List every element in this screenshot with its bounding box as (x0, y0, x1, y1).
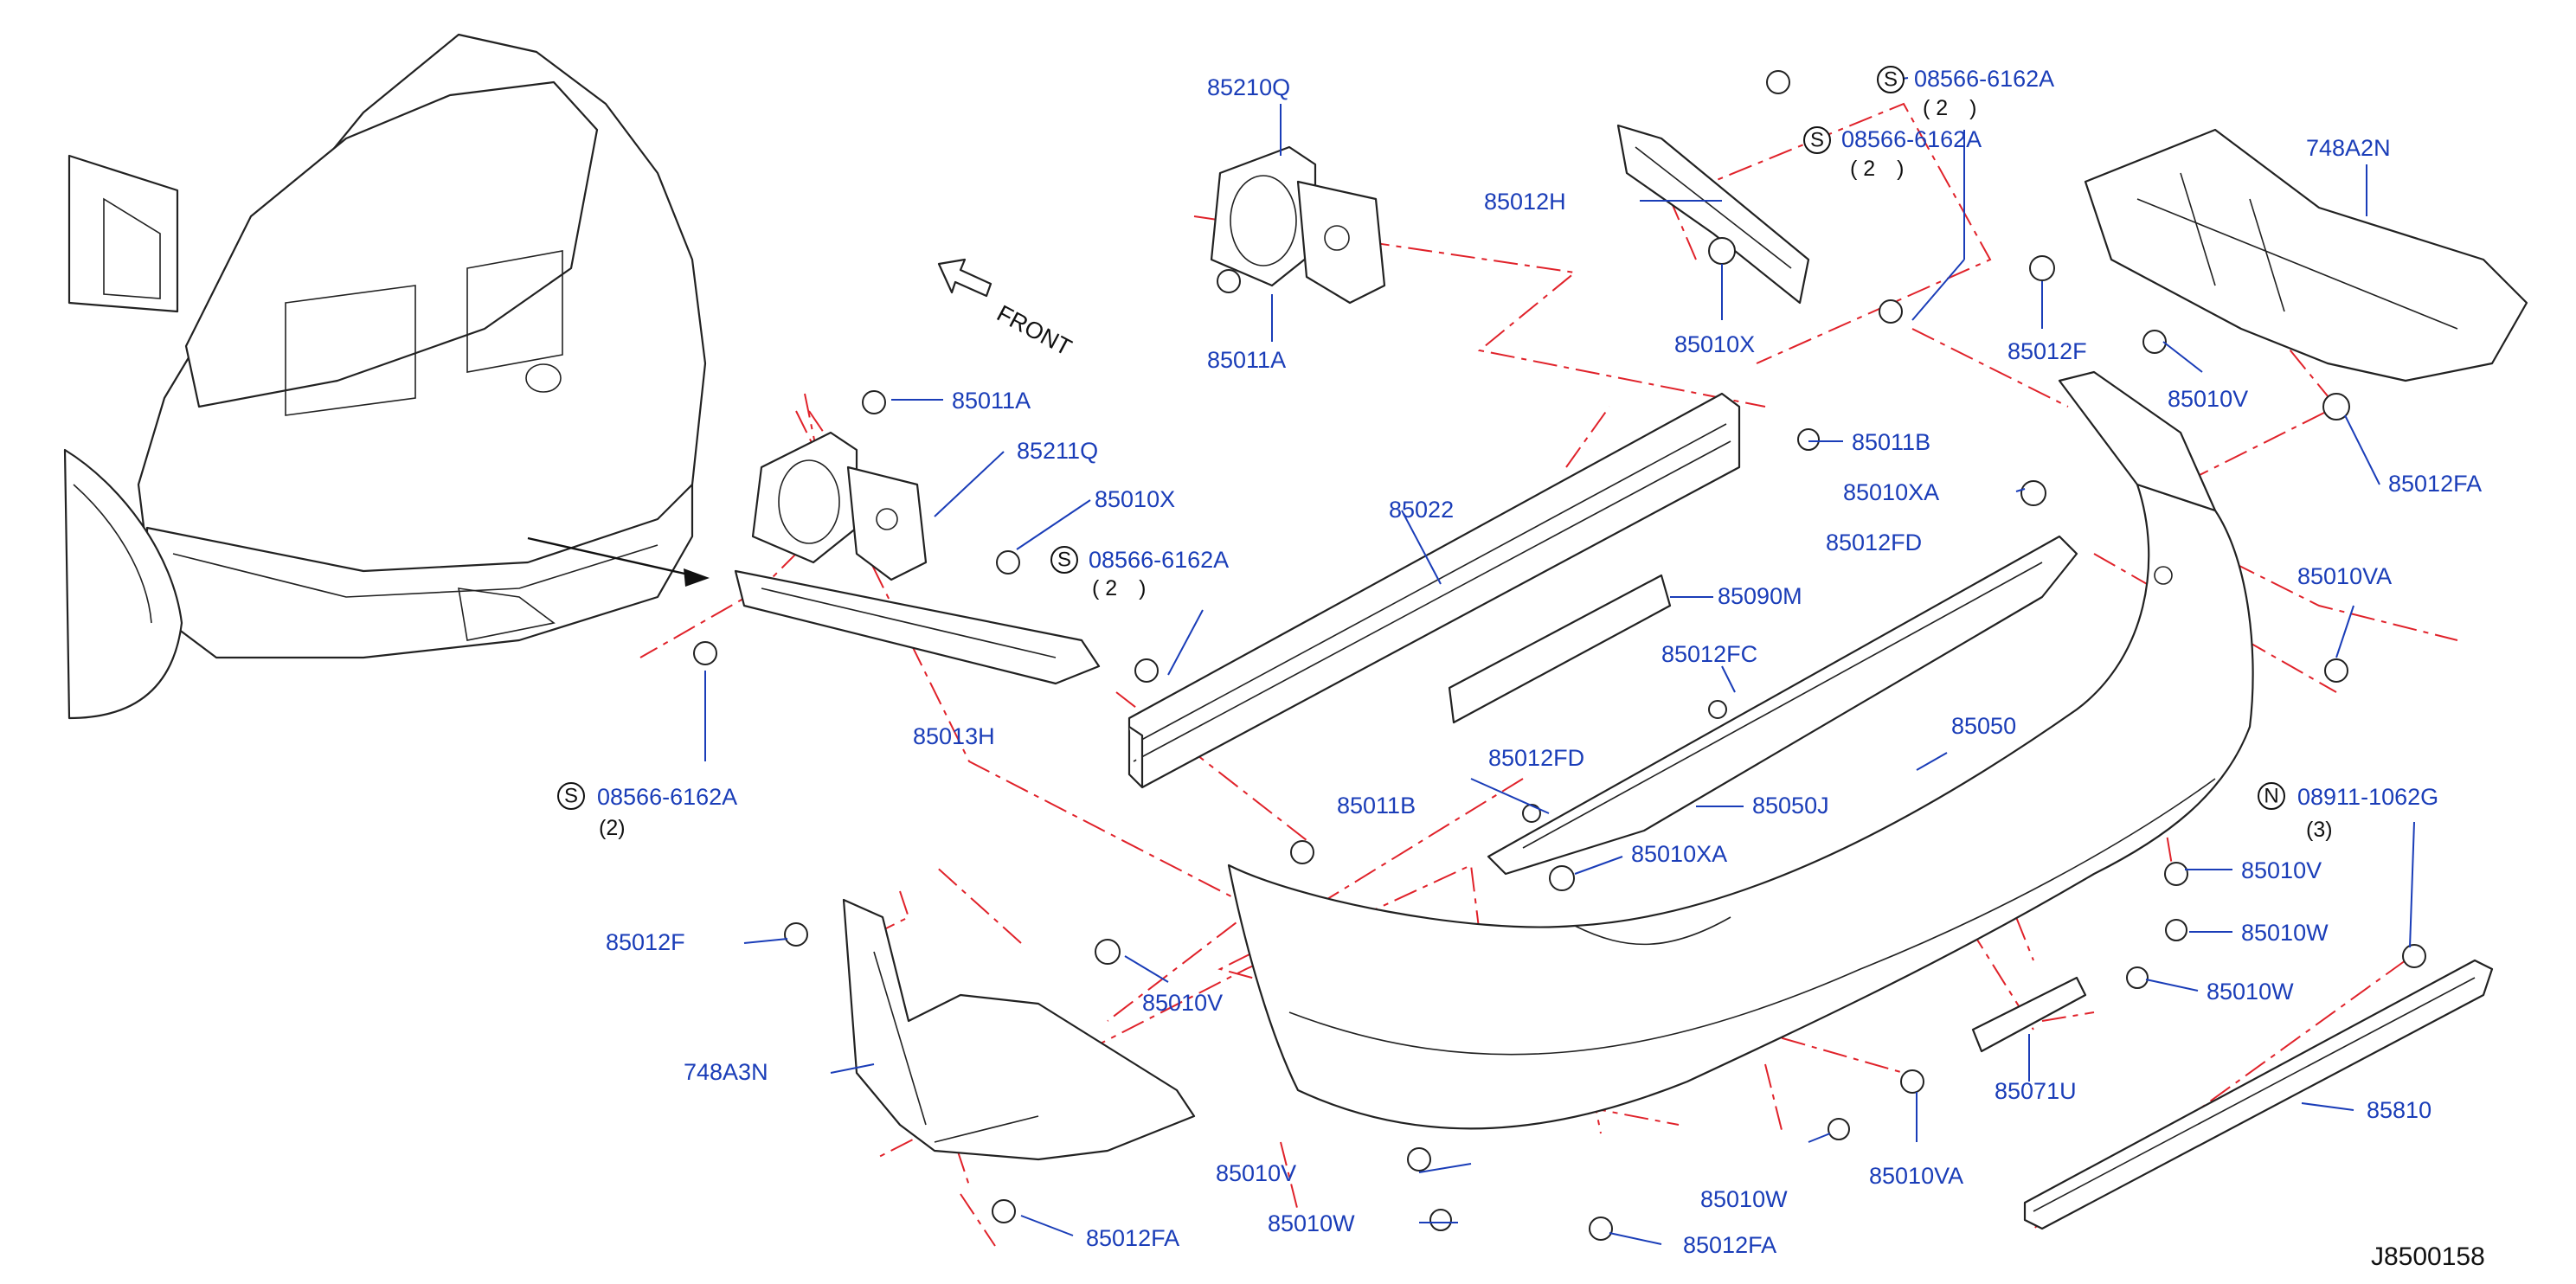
label-85012FD-mid[interactable]: 85012FD (1488, 745, 1584, 771)
label-85010XA-mid[interactable]: 85010XA (1631, 841, 1727, 867)
label-85022[interactable]: 85022 (1389, 497, 1454, 523)
diagram-id: J8500158 (2371, 1242, 2485, 1271)
svg-text:N: N (2264, 784, 2278, 807)
bumper-fascia-85050 (1227, 370, 2254, 1130)
callout-n-right[interactable]: N 08911-1062G (3) (2258, 782, 2438, 842)
svg-text:S: S (1057, 548, 1071, 571)
callout-s-top1[interactable]: S 08566-6162A ( 2 ) (1877, 66, 2054, 120)
callout-s-left[interactable]: S 08566-6162A (2) (557, 782, 737, 840)
reinforcement-85022 (1127, 392, 1741, 789)
label-85012FA-right[interactable]: 85012FA (2388, 471, 2482, 497)
plate-85090M (1448, 574, 1672, 724)
label-85210Q[interactable]: 85210Q (1207, 74, 1290, 100)
label-85012FD-top[interactable]: 85012FD (1826, 530, 1922, 555)
part-labels: 85210Q 85011A 85011A 85211Q 85010X 85022… (606, 74, 2482, 1258)
label-85010W-r1[interactable]: 85010W (2241, 920, 2329, 946)
bracket-85012H (1616, 124, 1810, 305)
leader-lines (704, 77, 2415, 1245)
label-85010W-r2[interactable]: 85010W (2207, 979, 2294, 1005)
label-85211Q[interactable]: 85211Q (1017, 438, 1098, 464)
svg-text:08566-6162A: 08566-6162A (1841, 126, 1982, 152)
label-85010W-bottom[interactable]: 85010W (1268, 1210, 1355, 1236)
label-85012F-right[interactable]: 85012F (2007, 338, 2087, 364)
label-85810[interactable]: 85810 (2367, 1097, 2431, 1123)
front-direction-indicator: FRONT (937, 258, 1076, 361)
retainer-85050J (1487, 535, 2078, 876)
label-85010XA-top[interactable]: 85010XA (1843, 479, 1939, 505)
svg-text:08566-6162A: 08566-6162A (1089, 547, 1229, 573)
label-85011A-top[interactable]: 85011A (1207, 347, 1286, 373)
splash-shield-748A3N (842, 898, 1196, 1161)
bracket-85211Q (751, 431, 928, 581)
label-85010V-left[interactable]: 85010V (1142, 990, 1223, 1016)
label-85013H[interactable]: 85013H (913, 723, 995, 749)
label-85011B-top[interactable]: 85011B (1852, 429, 1930, 455)
label-85071U[interactable]: 85071U (1995, 1078, 2077, 1104)
svg-text:(3): (3) (2306, 818, 2333, 842)
svg-text:S: S (1810, 128, 1824, 151)
callout-s-mid[interactable]: S 08566-6162A ( 2 ) (1050, 546, 1229, 600)
callout-s-top2[interactable]: S 08566-6162A ( 2 ) (1803, 126, 1982, 181)
label-85010V-bottom[interactable]: 85010V (1216, 1160, 1296, 1186)
label-85010VA-right[interactable]: 85010VA (2297, 563, 2392, 589)
svg-text:( 2 ): ( 2 ) (1850, 157, 1905, 181)
svg-text:08566-6162A: 08566-6162A (1914, 66, 2054, 92)
label-85011B-mid[interactable]: 85011B (1337, 793, 1416, 819)
vehicle-rear-illustration (63, 33, 710, 720)
label-85010V-r2[interactable]: 85010V (2241, 857, 2322, 883)
bracket-85071U (1971, 976, 2087, 1053)
svg-text:S: S (1884, 67, 1898, 91)
svg-text:08911-1062G: 08911-1062G (2297, 784, 2438, 810)
fasteners (693, 70, 2426, 1241)
label-748A2N[interactable]: 748A2N (2306, 135, 2391, 161)
front-label: FRONT (992, 300, 1076, 361)
bracket-85013H (734, 569, 1101, 685)
svg-text:(2): (2) (599, 816, 626, 840)
label-85012FA-left[interactable]: 85012FA (1086, 1225, 1179, 1251)
svg-text:S: S (564, 784, 578, 807)
label-85010X-left[interactable]: 85010X (1095, 486, 1175, 512)
label-85012FC[interactable]: 85012FC (1661, 641, 1757, 667)
label-85012H[interactable]: 85012H (1484, 189, 1566, 215)
label-85010X-mid[interactable]: 85010X (1674, 331, 1755, 357)
label-85050[interactable]: 85050 (1951, 713, 2016, 739)
bracket-85210Q (1210, 145, 1386, 305)
strip-85810 (2023, 959, 2494, 1230)
label-85011A-left[interactable]: 85011A (952, 388, 1031, 414)
label-748A3N[interactable]: 748A3N (684, 1059, 768, 1085)
svg-text:( 2 ): ( 2 ) (1092, 576, 1147, 600)
label-85050J[interactable]: 85050J (1752, 793, 1829, 819)
label-85012FA-bottom[interactable]: 85012FA (1683, 1232, 1776, 1258)
label-85012F-left[interactable]: 85012F (606, 929, 685, 955)
svg-text:08566-6162A: 08566-6162A (597, 784, 737, 810)
label-85010V-right[interactable]: 85010V (2168, 386, 2248, 412)
label-85090M[interactable]: 85090M (1718, 583, 1802, 609)
svg-text:( 2 ): ( 2 ) (1923, 96, 1977, 120)
label-85010W-mid[interactable]: 85010W (1700, 1186, 1788, 1212)
label-85010VA-bottom[interactable]: 85010VA (1869, 1163, 1963, 1189)
splash-shield-748A2N (2084, 128, 2528, 382)
